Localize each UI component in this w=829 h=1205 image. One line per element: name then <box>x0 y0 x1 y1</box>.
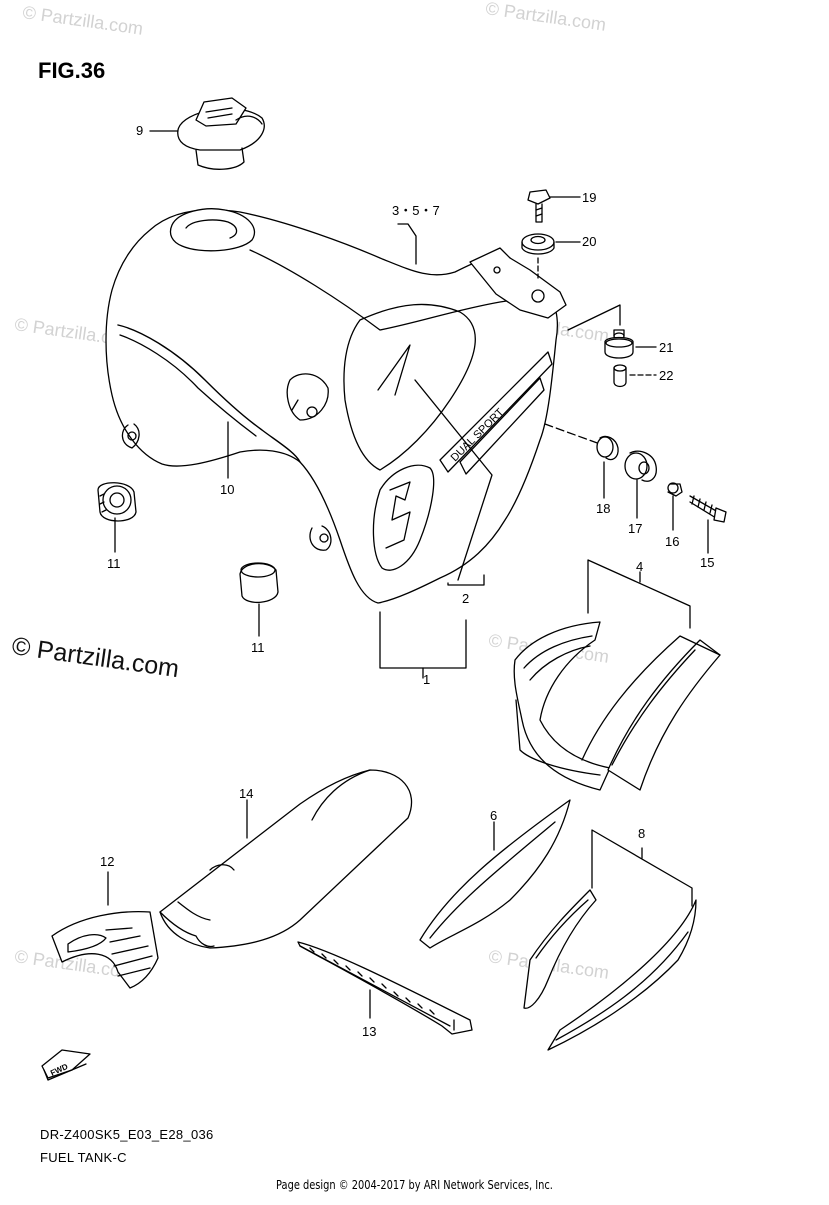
callout-1: 1 <box>423 672 430 687</box>
fwd-arrow-icon <box>41 1049 91 1081</box>
dash-line <box>544 423 601 445</box>
callout-11b: 11 <box>251 640 265 655</box>
page-footer: Page design © 2004-2017 by ARI Network S… <box>276 1178 553 1192</box>
callout-18: 18 <box>596 501 610 516</box>
cable-tie-13 <box>297 941 473 1035</box>
bracket-2 <box>447 574 485 586</box>
tank-stripe-6 <box>419 799 571 949</box>
callout-2: 2 <box>462 591 469 606</box>
cushion-18 <box>596 435 619 461</box>
cushion-21 <box>604 329 634 359</box>
callout-6: 6 <box>490 808 497 823</box>
diagram-subtitle: FUEL TANK-C <box>40 1150 127 1165</box>
bracket-8 <box>591 829 693 907</box>
callout-12: 12 <box>100 854 114 869</box>
watermark: © Partzilla.com <box>21 2 144 39</box>
callout-17: 17 <box>628 521 642 536</box>
callout-22: 22 <box>659 368 673 383</box>
tank-stripe-4 <box>513 621 721 791</box>
callout-20: 20 <box>582 234 596 249</box>
cushion-11a <box>97 482 137 522</box>
callout-8: 8 <box>638 826 645 841</box>
leader-line-2 <box>414 379 493 581</box>
callout-10: 10 <box>220 482 234 497</box>
callout-16: 16 <box>665 534 679 549</box>
model-code: DR-Z400SK5_E03_E28_036 <box>40 1127 214 1142</box>
cushion-20 <box>521 233 555 255</box>
callout-19: 19 <box>582 190 596 205</box>
bolt-15 <box>689 495 727 523</box>
guide-12 <box>51 911 159 989</box>
collar-16 <box>667 482 683 497</box>
fuel-tank <box>105 208 567 604</box>
protector-14 <box>159 769 413 949</box>
callout-9: 9 <box>136 123 143 138</box>
leader-line-21-group <box>567 304 621 331</box>
callout-4: 4 <box>636 559 643 574</box>
cushion-17 <box>624 450 657 482</box>
callout-21: 21 <box>659 340 673 355</box>
collar-22 <box>613 364 627 388</box>
cushion-11b <box>239 562 279 603</box>
figure-title: FIG.36 <box>38 58 106 83</box>
bracket-4 <box>587 559 691 629</box>
fuel-cap <box>177 97 265 170</box>
callout-3-5-7: 3・5・7 <box>392 203 440 218</box>
callout-11: 11 <box>107 556 121 571</box>
callout-15: 15 <box>700 555 714 570</box>
callout-13: 13 <box>362 1024 376 1039</box>
tank-stripe-8 <box>523 889 697 1051</box>
bracket-1 <box>379 611 467 669</box>
callout-14: 14 <box>239 786 253 801</box>
bolt-19 <box>527 189 551 223</box>
leader-line-3-5-7 <box>397 223 417 265</box>
watermark: © Partzilla.com <box>484 0 607 35</box>
